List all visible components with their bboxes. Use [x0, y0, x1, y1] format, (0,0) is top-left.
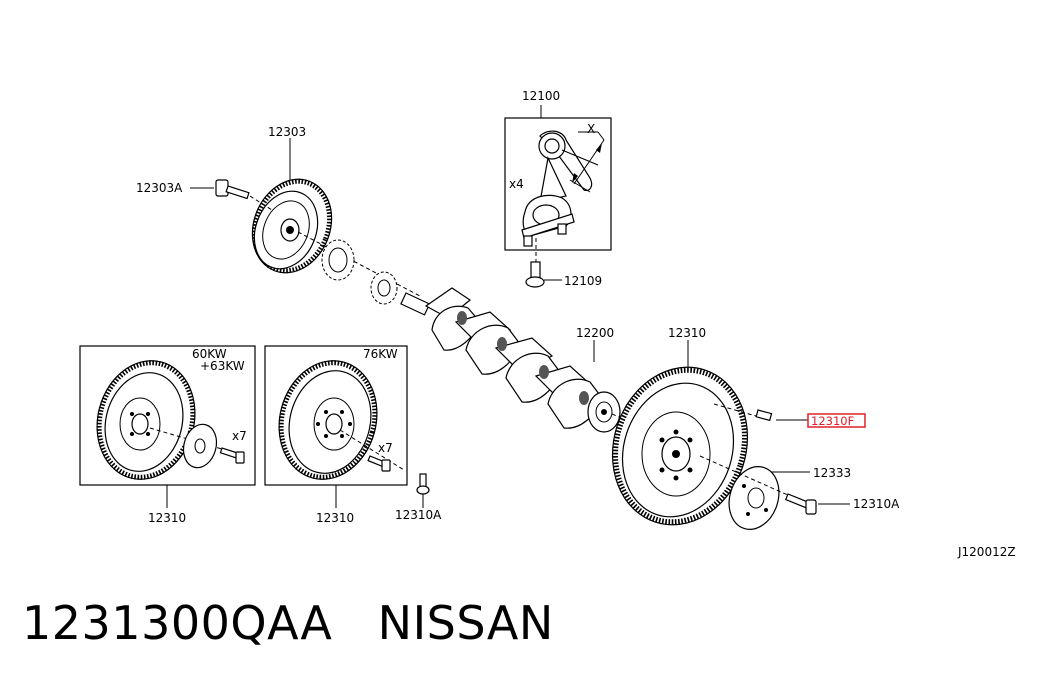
oil-pump-gear [370, 271, 398, 305]
timing-sprocket [321, 239, 355, 281]
crank-pulley [190, 138, 421, 305]
label-12303a: 12303A [136, 181, 183, 195]
diagram-code: J120012Z [957, 545, 1016, 559]
label-12310a-v2: 12310A [395, 508, 442, 522]
part-number-caption: 1231300QAA NISSAN [22, 596, 554, 650]
flywheel-main [611, 340, 850, 530]
label-x4: x4 [509, 177, 524, 191]
conrod-group [504, 105, 612, 288]
label-12303: 12303 [268, 125, 306, 139]
label-12310-v1: 12310 [148, 511, 186, 525]
highlight-box [807, 413, 866, 428]
label-x7-v1: x7 [232, 429, 247, 443]
label-63kw: +63KW [200, 359, 245, 373]
label-12310-v2: 12310 [316, 511, 354, 525]
label-12310-main: 12310 [668, 326, 706, 340]
variant-1 [79, 345, 256, 508]
label-dim-x: X [587, 122, 595, 136]
label-12109: 12109 [564, 274, 602, 288]
label-76kw: 76KW [363, 347, 398, 361]
label-12333: 12333 [813, 466, 851, 480]
label-60kw: 60KW [192, 347, 227, 361]
variant-2 [264, 345, 430, 508]
conrod-box [504, 117, 612, 251]
label-12310f: 12310F [811, 414, 854, 428]
label-12310a-main: 12310A [853, 497, 900, 511]
label-12100: 12100 [522, 89, 560, 103]
label-x7-v2: x7 [378, 441, 393, 455]
label-12200: 12200 [576, 326, 614, 340]
crankshaft [400, 287, 651, 433]
